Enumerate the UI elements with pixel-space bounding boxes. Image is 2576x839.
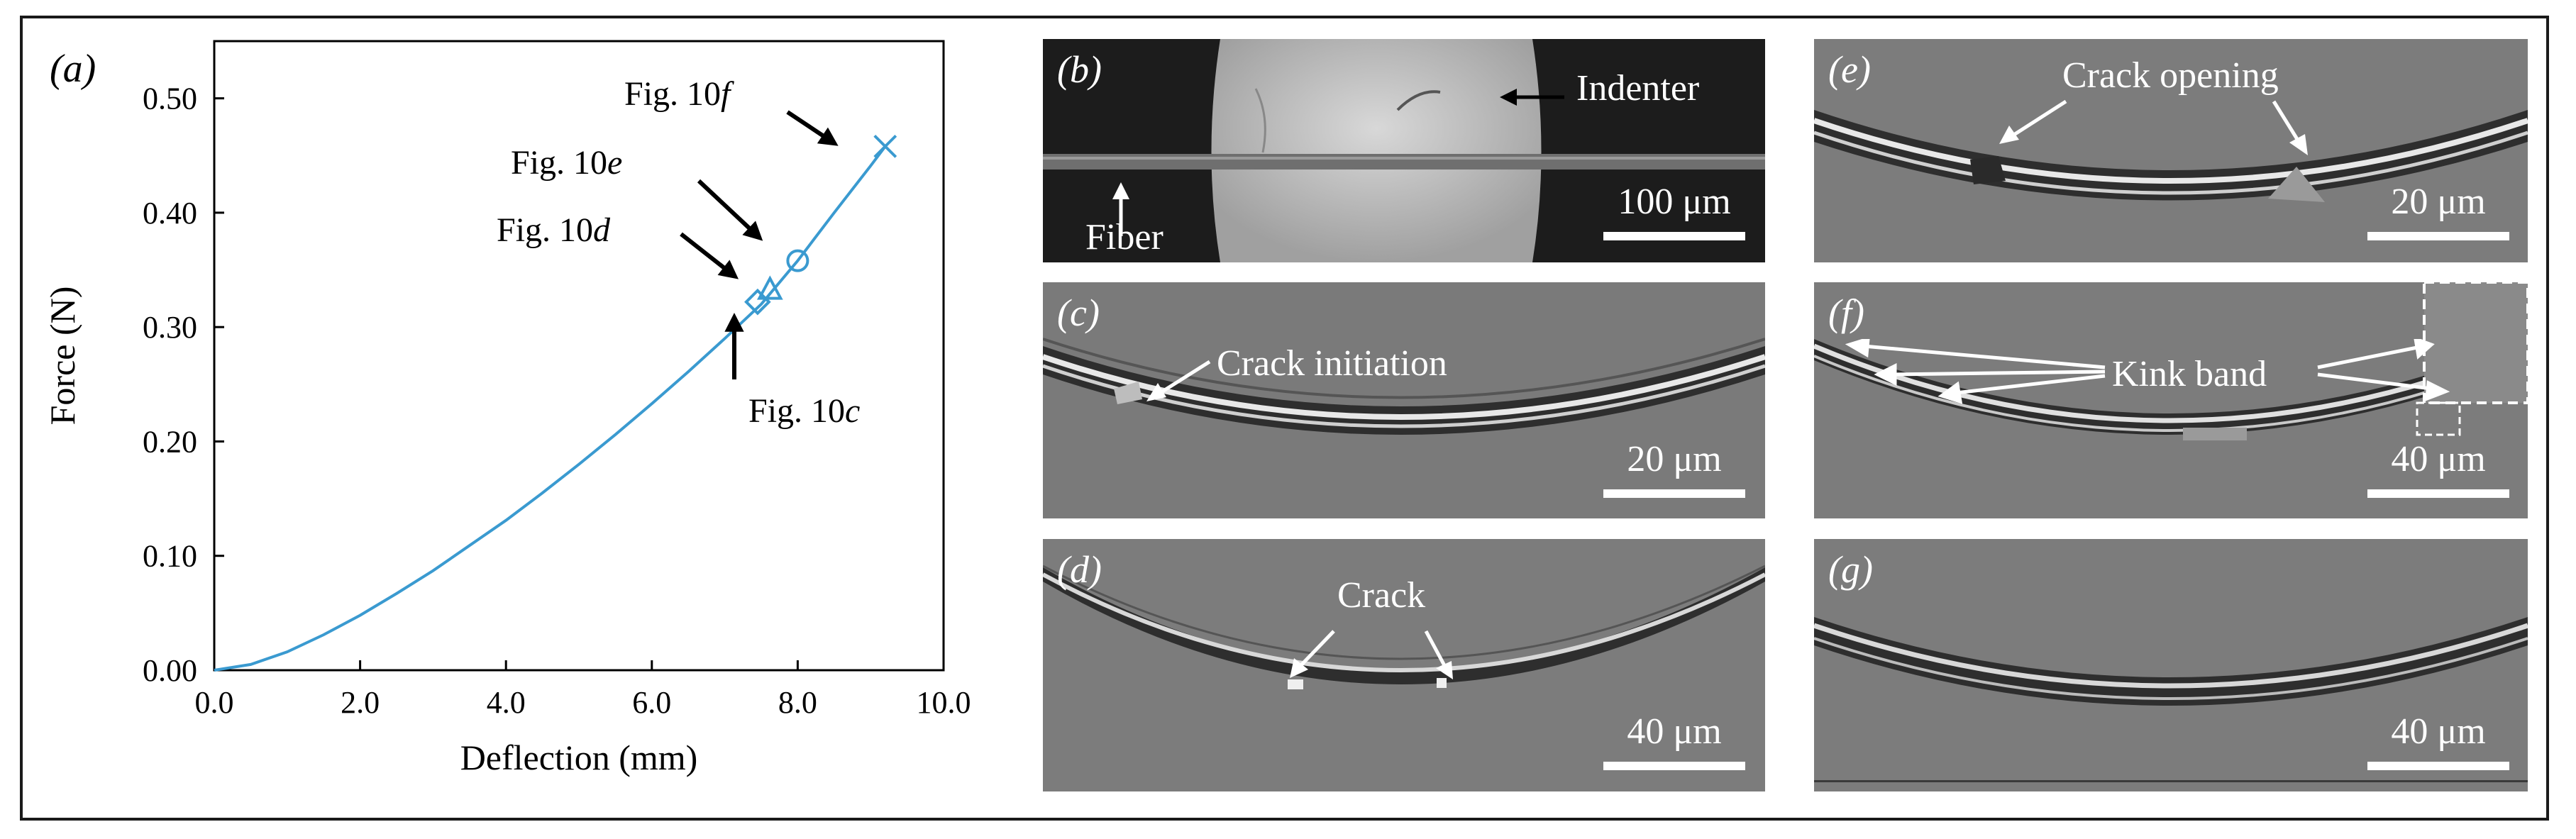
crack-opening-right-arrow-icon	[2272, 100, 2308, 155]
panel-f-image	[1814, 282, 2528, 518]
indenter-annotation: Indenter	[1576, 68, 1700, 109]
marker-annotation-arrow	[680, 232, 732, 275]
panel-g-image	[1814, 539, 2528, 791]
panel-c-micrograph: (c) Crack initiation 20 μm	[1043, 282, 1765, 518]
x-tick-label: 6.0	[632, 685, 671, 720]
panel-c-scale-bar	[1603, 489, 1745, 498]
marker-annotation-text: Fig. 10	[511, 144, 607, 182]
panel-c-image	[1043, 282, 1765, 518]
y-tick-label: 0.00	[143, 653, 197, 688]
marker-annotation-text: Fig. 10	[497, 211, 593, 249]
marker-cross	[873, 134, 897, 158]
panel-g-micrograph: (g) 40 μm	[1814, 539, 2528, 791]
indenter-arrow-icon	[1500, 89, 1564, 106]
panel-c-scale-label: 20 μm	[1627, 439, 1722, 479]
y-tick-label: 0.50	[143, 82, 197, 116]
y-tick-label: 0.40	[143, 196, 197, 230]
marker-annotation-label: Fig. 10e	[511, 144, 622, 182]
x-tick-label: 4.0	[487, 685, 526, 720]
marker-circle	[786, 249, 809, 272]
x-tick-label: 8.0	[778, 685, 817, 720]
marker-annotation-arrow	[697, 179, 758, 236]
plot-area-frame	[213, 40, 945, 672]
x-tick-label: 10.0	[917, 685, 971, 720]
marker-annotation-italic: f	[721, 75, 734, 113]
panel-d-label: (d)	[1057, 548, 1102, 591]
panel-e-micrograph: (e) Crack opening 20 μm	[1814, 39, 2528, 262]
panel-d-micrograph: (d) Crack 40 μm	[1043, 539, 1765, 791]
panel-b-micrograph: (b) Indenter Fiber 100 μm	[1043, 39, 1765, 262]
panel-g-scale-bar	[2367, 762, 2509, 770]
fiber-arrow-icon	[1112, 182, 1129, 236]
y-tick-label: 0.30	[143, 310, 197, 345]
panel-f-label: (f)	[1828, 291, 1864, 334]
panel-e-scale-label: 20 μm	[2391, 182, 2486, 222]
panel-g-label: (g)	[1828, 548, 1873, 591]
marker-annotation-italic: c	[845, 392, 860, 430]
panel-d-image	[1043, 539, 1765, 791]
panel-f-scale-bar	[2367, 489, 2509, 498]
marker-annotation-label: Fig. 10c	[748, 392, 860, 430]
panel-f-scale-label: 40 μm	[2391, 439, 2486, 479]
y-tick-label: 0.10	[143, 539, 197, 574]
panel-d-scale-bar	[1603, 762, 1745, 770]
x-tick-label: 2.0	[341, 685, 380, 720]
marker-diamond	[744, 288, 771, 316]
marker-annotation-label: Fig. 10d	[497, 211, 611, 249]
panel-b-scale-bar	[1603, 232, 1745, 240]
fiber-annotation: Fiber	[1085, 217, 1163, 257]
marker-triangle	[756, 275, 783, 300]
y-axis-label: Force (N)	[43, 287, 82, 426]
crack-opening-left-arrow-icon	[1999, 99, 2067, 144]
crack-initiation-annotation: Crack initiation	[1217, 343, 1447, 384]
arrow-head-icon	[724, 313, 744, 332]
arrow-head-icon	[742, 221, 763, 241]
marker-annotation-italic: e	[607, 144, 622, 182]
panel-d-scale-label: 40 μm	[1627, 711, 1722, 752]
panel-b-image	[1043, 39, 1765, 262]
marker-annotation-label: Fig. 10f	[624, 75, 734, 113]
force-deflection-chart: 0.0 2.0 4.0 6.0 8.0 10.0 0.00 0.10 0.20 0.30 0.40 0…	[43, 40, 971, 777]
crack-left-arrow-icon	[1290, 630, 1335, 678]
panel-a-label: (a)	[50, 47, 96, 91]
panel-b-label: (b)	[1057, 48, 1102, 91]
marker-annotation-text: Fig. 10	[624, 75, 721, 113]
panel-e-image	[1814, 39, 2528, 262]
kink-band-arrows-icon	[1845, 339, 2450, 404]
panel-c-label: (c)	[1057, 291, 1100, 334]
crack-opening-annotation: Crack opening	[2062, 55, 2279, 96]
crack-initiation-arrow-icon	[1146, 360, 1211, 401]
arrow-head-icon	[817, 127, 839, 146]
panel-b-scale-label: 100 μm	[1618, 182, 1731, 222]
crack-right-arrow-icon	[1424, 630, 1453, 679]
panel-e-label: (e)	[1828, 48, 1871, 91]
marker-annotation-text: Fig. 10	[748, 392, 845, 430]
crack-annotation: Crack	[1337, 575, 1426, 616]
panel-f-micrograph: (f) Kink band 40 μm	[1814, 282, 2528, 518]
panel-e-scale-bar	[2367, 232, 2509, 240]
y-tick-label: 0.20	[143, 424, 197, 459]
x-tick-label: 0.0	[195, 685, 234, 720]
panel-g-scale-label: 40 μm	[2391, 711, 2486, 752]
kink-band-annotation: Kink band	[2112, 354, 2267, 394]
arrow-head-icon	[717, 260, 739, 279]
marker-annotation-italic: d	[593, 211, 611, 249]
x-axis-label: Deflection (mm)	[460, 738, 698, 777]
